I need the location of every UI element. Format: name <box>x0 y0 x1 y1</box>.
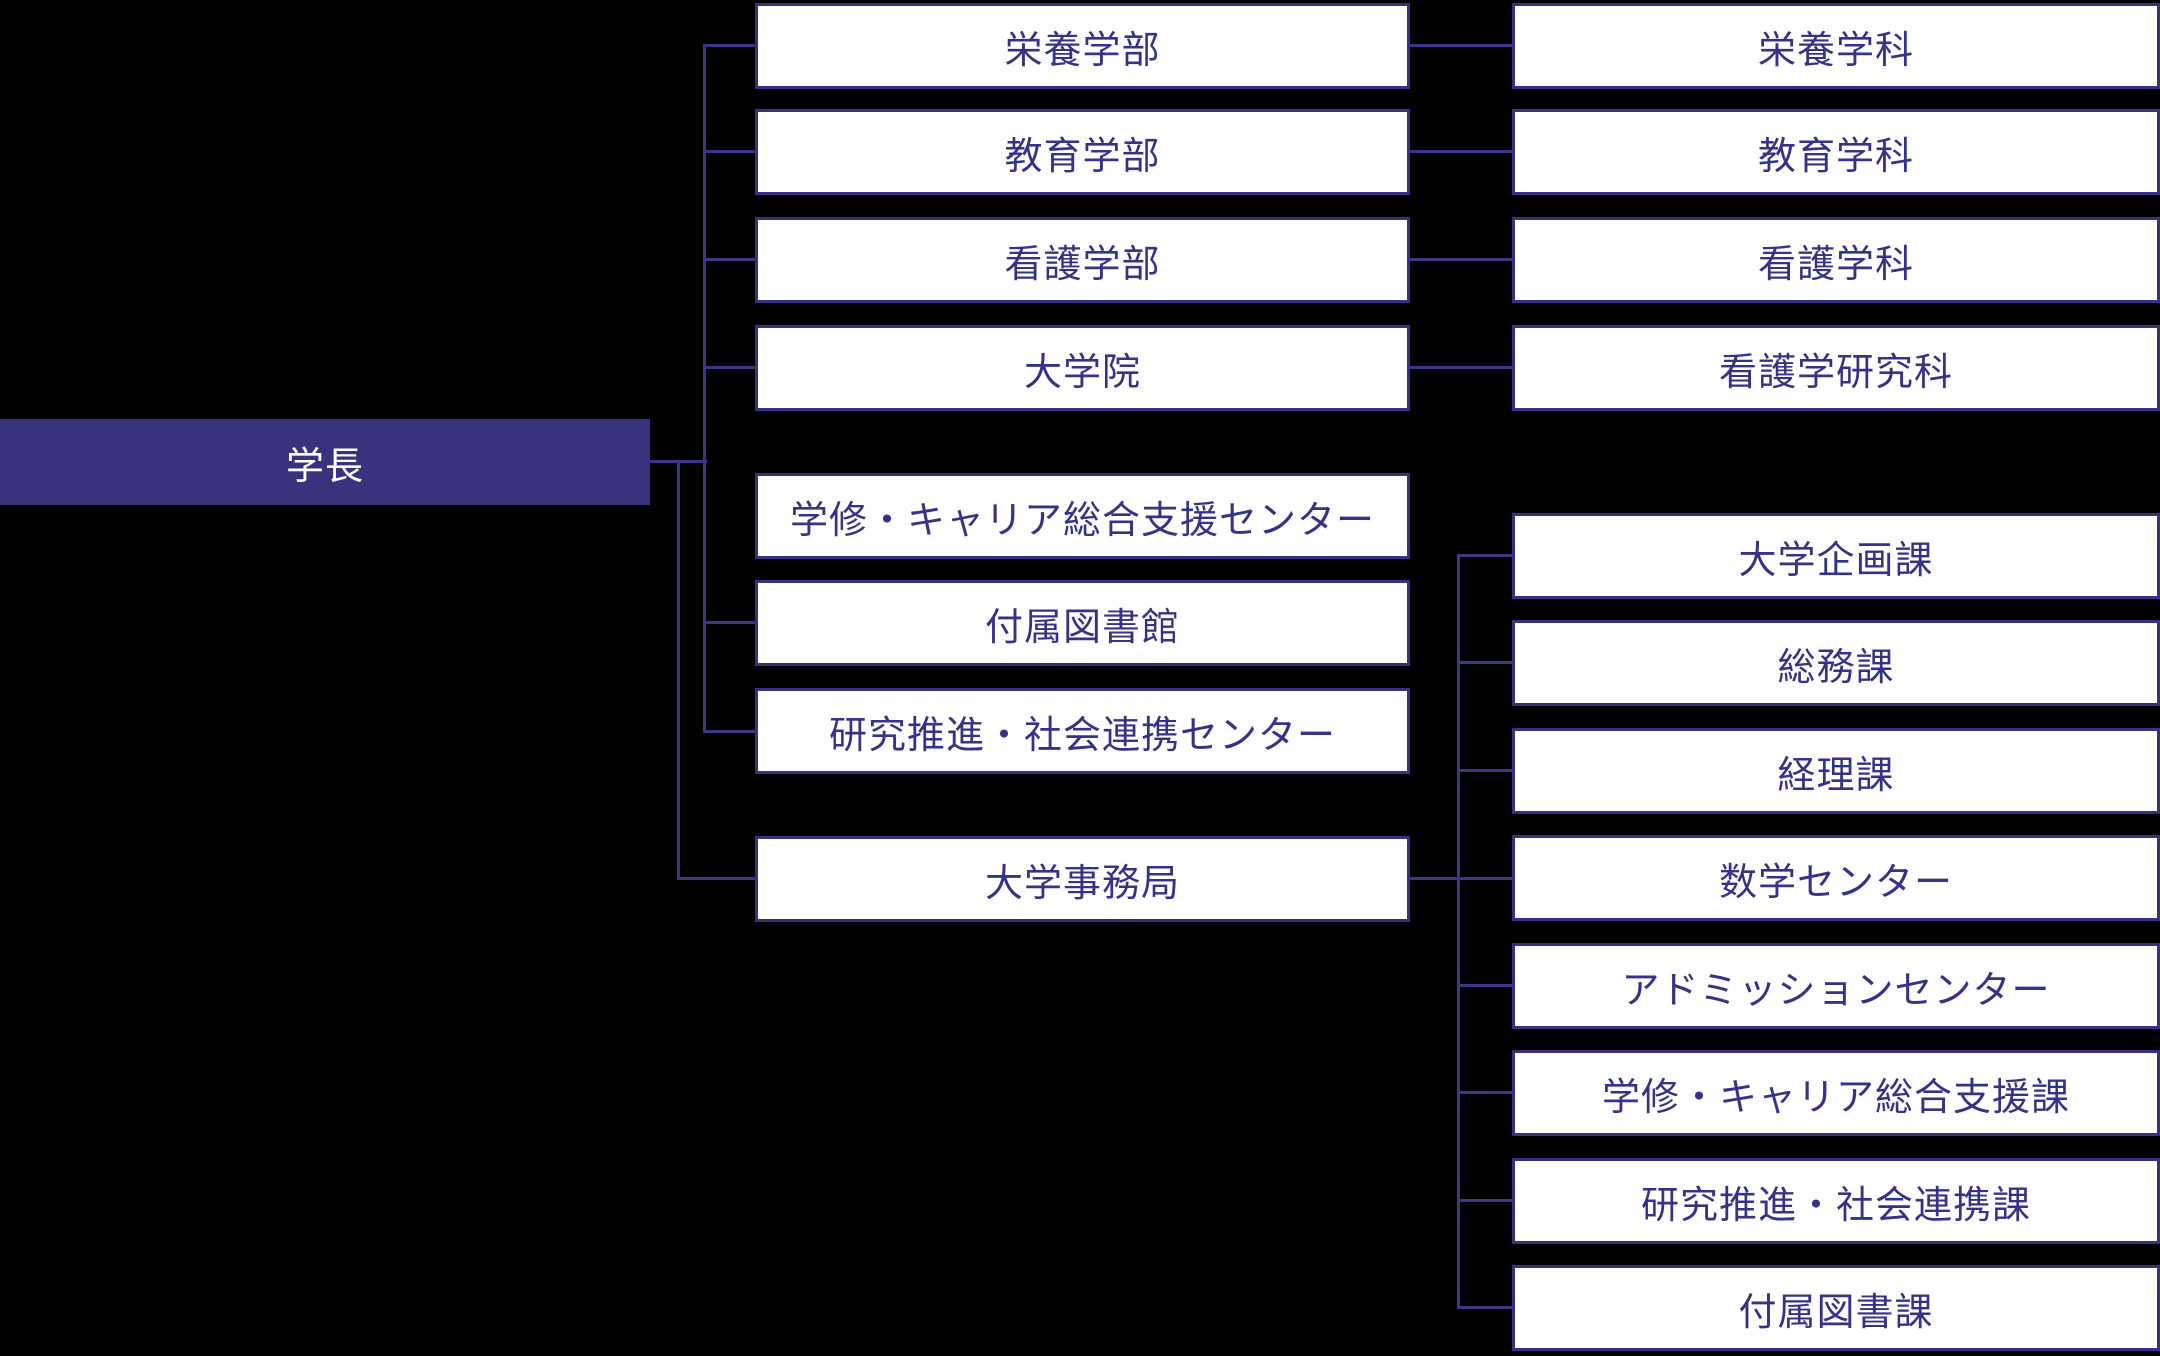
connector-stub-nutrition-faculty <box>703 44 755 47</box>
org-node-dept-nutrition: 栄養学科 <box>1512 3 2160 89</box>
org-node-office-general-affairs: 総務課 <box>1512 620 2160 706</box>
org-node-learning-career-support-center: 学修・キャリア総合支援センター <box>755 473 1410 559</box>
org-node-faculty-nutrition: 栄養学部 <box>755 3 1410 89</box>
connector-stub-library-office <box>1457 1306 1512 1309</box>
connector-stub-administration-bureau <box>677 877 755 880</box>
org-node-office-research-collaboration: 研究推進・社会連携課 <box>1512 1158 2160 1244</box>
org-node-admission-center: アドミッションセンター <box>1512 943 2160 1029</box>
connector-nutrition-pair <box>1410 44 1512 47</box>
org-node-president: 学長 <box>0 419 650 505</box>
connector-stub-accounting <box>1457 769 1512 772</box>
org-node-office-library: 付属図書課 <box>1512 1265 2160 1351</box>
org-node-graduate-school: 大学院 <box>755 325 1410 411</box>
connector-stub-learning-career-office <box>1457 1091 1512 1094</box>
org-node-dept-education: 教育学科 <box>1512 109 2160 195</box>
connector-stub-graduate-school <box>703 366 755 369</box>
connector-trunk-a <box>703 44 706 733</box>
org-node-research-collaboration-center: 研究推進・社会連携センター <box>755 688 1410 774</box>
connector-stub-research-center <box>703 730 755 733</box>
org-node-faculty-nursing: 看護学部 <box>755 217 1410 303</box>
org-node-office-planning: 大学企画課 <box>1512 513 2160 599</box>
connector-stub-admission-center <box>1457 984 1512 987</box>
connector-trunk-b <box>677 460 680 880</box>
connector-stub-nursing-faculty <box>703 258 755 261</box>
org-node-library: 付属図書館 <box>755 580 1410 666</box>
connector-stub-library <box>703 621 755 624</box>
connector-stub-education-faculty <box>703 150 755 153</box>
org-node-math-center: 数学センター <box>1512 835 2160 921</box>
org-node-faculty-education: 教育学部 <box>755 109 1410 195</box>
connector-education-pair <box>1410 150 1512 153</box>
org-node-nursing-graduate-course: 看護学研究科 <box>1512 325 2160 411</box>
connector-bureau-to-trunk-c <box>1410 877 1512 880</box>
connector-stub-planning <box>1457 554 1512 557</box>
org-node-administration-bureau: 大学事務局 <box>755 836 1410 922</box>
connector-trunk-c <box>1457 554 1460 1309</box>
connector-graduate-pair <box>1410 366 1512 369</box>
org-node-dept-nursing: 看護学科 <box>1512 217 2160 303</box>
connector-stub-research-office <box>1457 1199 1512 1202</box>
connector-nursing-pair <box>1410 258 1512 261</box>
org-node-office-accounting: 経理課 <box>1512 728 2160 814</box>
connector-stub-general-affairs <box>1457 661 1512 664</box>
org-node-office-learning-career-support: 学修・キャリア総合支援課 <box>1512 1050 2160 1136</box>
